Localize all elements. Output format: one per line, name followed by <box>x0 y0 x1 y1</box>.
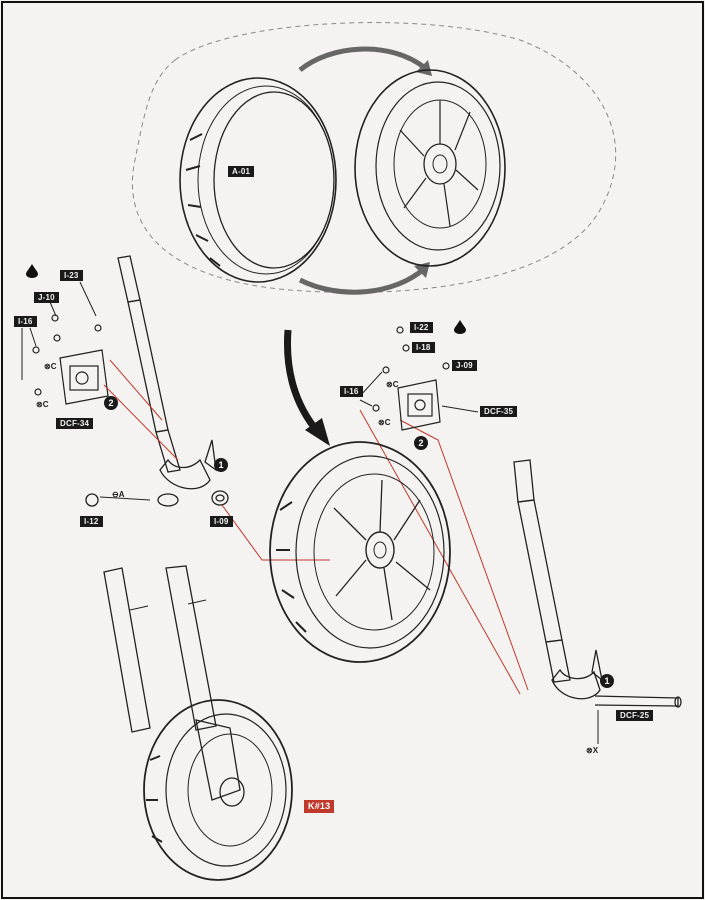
rotate-arrow-bottom <box>298 266 427 295</box>
part-label-i09: I-09 <box>210 516 233 527</box>
step-number-left-1: 1 <box>214 458 228 472</box>
part-label-j10: J-10 <box>34 292 59 303</box>
part-label-j09: J-09 <box>452 360 477 371</box>
screw-mark-c-right-top: ⊗C <box>386 380 399 389</box>
part-label-i16-left: I-16 <box>14 316 37 327</box>
tire-a01 <box>179 77 337 283</box>
part-label-a01: A-01 <box>228 166 255 177</box>
part-label-i12: I-12 <box>80 516 103 527</box>
wheel-assembled-top <box>354 69 506 267</box>
assembled-front-bottom <box>103 565 293 881</box>
part-label-i22: I-22 <box>410 322 433 333</box>
rotate-arrow-top <box>298 46 427 72</box>
screw-mark-c-left-bottom: ⊗C <box>36 400 49 409</box>
caliper-left <box>32 314 109 405</box>
detail-bubble <box>131 22 617 293</box>
shaft-bolt-left <box>99 496 151 501</box>
screw-mark-c-right-bottom: ⊗C <box>378 418 391 427</box>
fork-left <box>85 255 229 507</box>
screw-mark-a-left: ⊖A <box>112 490 125 499</box>
step-number-right-1: 1 <box>600 674 614 688</box>
part-label-i18: I-18 <box>412 342 435 353</box>
part-label-k13: K#13 <box>304 800 335 813</box>
part-label-dcf34: DCF-34 <box>56 418 94 429</box>
grease-drop-icon-left <box>26 264 38 278</box>
part-label-i23: I-23 <box>60 270 83 281</box>
step-number-left-2: 2 <box>104 396 118 410</box>
part-label-dcf25: DCF-25 <box>616 710 654 721</box>
fork-right <box>513 459 682 708</box>
guide-lines <box>103 359 529 695</box>
part-label-dcf35: DCF-35 <box>480 406 518 417</box>
screw-mark-c-left-top: ⊗C <box>44 362 57 371</box>
step-number-right-2: 2 <box>414 436 428 450</box>
grease-drop-icon-right <box>454 320 466 334</box>
caliper-right <box>372 326 450 431</box>
wheel-main <box>269 441 451 663</box>
part-label-i16-right: I-16 <box>340 386 363 397</box>
leaders-right <box>359 371 599 744</box>
screw-mark-x-right: ⊗X <box>586 746 599 755</box>
process-arrow <box>284 329 321 435</box>
leaders-left <box>21 281 97 380</box>
